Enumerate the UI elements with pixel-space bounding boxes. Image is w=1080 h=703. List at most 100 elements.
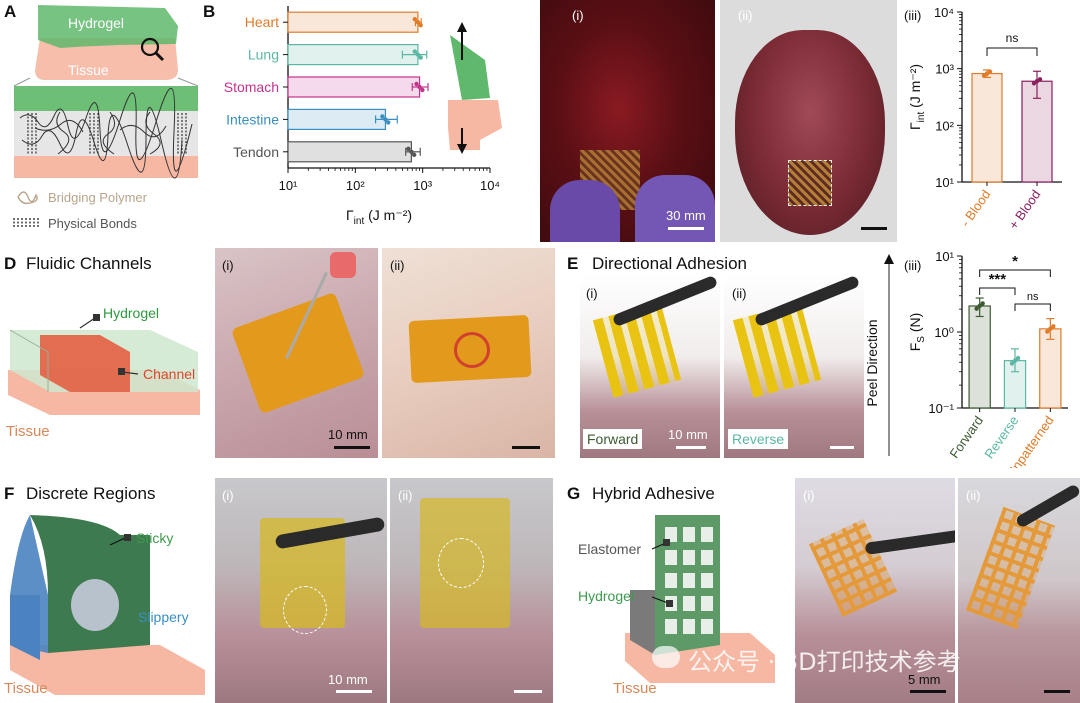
- c-bar: [971, 72, 1003, 183]
- watermark-text: 公众号 · 3D打印技术参考: [688, 648, 961, 676]
- e-bracket-forward-reverse: [979, 287, 1016, 295]
- photo-c-ii: [720, 0, 897, 242]
- b-point: [386, 120, 391, 125]
- b-bar-heart: [287, 11, 419, 33]
- photo-e-i: [580, 275, 720, 458]
- d-channel-label: Channel: [143, 366, 196, 382]
- photo-d-i: [215, 248, 378, 458]
- b-category-label: Heart: [245, 14, 279, 30]
- e-reverse-label: Reverse: [728, 429, 789, 449]
- f-slippery-label: Slippery: [138, 609, 189, 625]
- magnifier-icon: [140, 37, 160, 57]
- f-tissue-label: Tissue: [4, 680, 48, 697]
- e-point: [1045, 329, 1050, 334]
- b-xtick-label: 10⁴: [480, 178, 500, 193]
- f-scale-bar: [336, 690, 372, 693]
- e-title: Directional Adhesion: [592, 254, 747, 273]
- b-category-label: Stomach: [224, 79, 279, 95]
- e-scale-bar: [676, 446, 706, 449]
- g-sub-i: (i): [803, 488, 815, 503]
- photo-g-ii: [958, 478, 1080, 703]
- legend-physical-bonds: Physical Bonds: [48, 216, 137, 231]
- f-ii-scale-bar: [514, 690, 542, 693]
- e-bar: [968, 305, 991, 409]
- b-bar-intestine: [287, 108, 387, 131]
- photo-e-ii: [724, 275, 864, 458]
- e-sub-i: (i): [586, 286, 598, 301]
- b-point: [380, 114, 385, 119]
- b-bar-lung: [287, 43, 419, 66]
- peel-direction-arrow: [884, 254, 894, 456]
- b-x-axis-title: Γint (J m⁻²): [346, 207, 412, 227]
- c-y-axis-title: Γint (J m⁻²): [907, 64, 927, 130]
- d-hydrogel-label: Hydrogel: [103, 305, 160, 321]
- c-significance-label: ns: [1006, 31, 1019, 45]
- e-point: [977, 303, 982, 309]
- f-sub-i: (i): [222, 488, 234, 503]
- b-point: [414, 81, 419, 87]
- d-ii-scale-bar: [512, 446, 540, 449]
- c-scale-text: 30 mm: [666, 208, 706, 223]
- g-elastomer-label: Elastomer: [578, 541, 642, 557]
- d-scale-bar: [334, 446, 370, 449]
- e-point: [1009, 361, 1015, 366]
- c-point: [1037, 77, 1043, 82]
- panel-a-schematic: [13, 5, 199, 228]
- c-ytick-label: 10⁴: [934, 5, 954, 20]
- b-arrow-head-down: [457, 144, 467, 154]
- g-scale-text: 5 mm: [908, 672, 941, 687]
- g-title: Hybrid Adhesive: [592, 484, 715, 503]
- e-bracket-forward-unpatterned: [979, 269, 1051, 277]
- b-point: [412, 17, 418, 22]
- c-sub-iii: (iii): [904, 8, 922, 23]
- c-ii-scale-bar: [861, 227, 887, 230]
- panel-label-f: F: [4, 484, 15, 503]
- g-hydrogel-label: Hydrogel: [578, 588, 635, 604]
- d-schematic: [8, 314, 200, 415]
- b-point: [418, 23, 423, 28]
- e-point: [1048, 326, 1053, 332]
- c-scale-bar: [668, 227, 704, 230]
- b-point: [406, 146, 411, 151]
- e-point: [980, 301, 985, 306]
- wechat-logo: [652, 646, 680, 668]
- e-point: [1051, 324, 1056, 329]
- e-ytick-label: 10¹: [935, 249, 954, 264]
- e-point: [1015, 355, 1021, 361]
- b-xtick-label: 10³: [413, 178, 432, 193]
- e-category-label: Forward: [946, 413, 986, 461]
- panel-label-g: G: [567, 484, 581, 503]
- e-bracket-forward-reverse-label: ***: [989, 271, 1007, 288]
- c-sub-i: (i): [572, 8, 584, 23]
- b-arrow-head-up: [457, 22, 467, 32]
- photo-f-ii: [390, 478, 553, 703]
- legend-bridging-polymer: Bridging Polymer: [48, 190, 147, 205]
- b-xtick-label: 10¹: [279, 178, 298, 193]
- f-schematic: [10, 515, 205, 695]
- a-tissue-label: Tissue: [68, 62, 109, 78]
- photo-d-ii: [382, 248, 555, 458]
- c-significance-bracket: [986, 47, 1038, 56]
- b-point: [420, 87, 425, 93]
- e-ii-scale-bar: [830, 446, 854, 449]
- d-tissue-label: Tissue: [6, 423, 50, 440]
- b-bar-stomach: [287, 76, 421, 98]
- b-point: [415, 20, 421, 25]
- g-schematic: [625, 515, 775, 683]
- b-peel-tissue: [448, 100, 502, 150]
- e-sub-ii: (ii): [732, 286, 747, 301]
- f-sub-ii: (ii): [398, 488, 413, 503]
- d-sub-i: (i): [222, 258, 234, 273]
- e-ytick-label: 10⁻¹: [928, 401, 954, 416]
- b-point: [417, 84, 422, 90]
- a-hydrogel-label: Hydrogel: [68, 15, 125, 31]
- e-point: [1012, 358, 1018, 363]
- b-point: [415, 52, 421, 57]
- b-point: [409, 149, 414, 154]
- photo-c-i: [540, 0, 715, 242]
- b-point: [412, 49, 418, 54]
- d-sub-ii: (ii): [390, 258, 405, 273]
- e-bracket-forward-unpatterned-label: *: [1012, 253, 1018, 270]
